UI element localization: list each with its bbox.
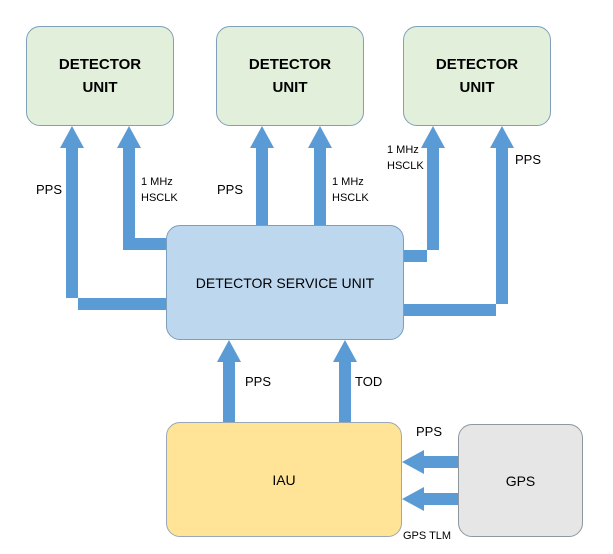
detector-unit-3: DETECTOR UNIT bbox=[403, 26, 551, 126]
label-clk-du2: 1 MHz HSCLK bbox=[332, 174, 369, 206]
label-clk-du3-line2: HSCLK bbox=[387, 160, 424, 172]
gps-label: GPS bbox=[505, 472, 536, 489]
detector-service-unit: DETECTOR SERVICE UNIT bbox=[166, 225, 404, 340]
arrow-tlm-gps-iau bbox=[402, 487, 458, 511]
arrow-pps-du3 bbox=[404, 126, 514, 316]
arrow-clk-du1 bbox=[117, 126, 166, 250]
detector-unit-2-line2: UNIT bbox=[272, 79, 308, 96]
iau-unit: IAU bbox=[166, 422, 402, 537]
iau-label: IAU bbox=[272, 471, 296, 488]
label-pps-du1: PPS bbox=[36, 182, 63, 197]
detector-unit-2-label: DETECTOR UNIT bbox=[249, 53, 331, 99]
detector-unit-2-line1: DETECTOR bbox=[248, 56, 332, 73]
detector-service-unit-label: DETECTOR SERVICE UNIT bbox=[195, 274, 375, 291]
arrow-pps-gps-iau bbox=[402, 450, 458, 474]
detector-unit-1-label: DETECTOR UNIT bbox=[59, 53, 141, 99]
detector-unit-1-line2: UNIT bbox=[82, 79, 118, 96]
label-clk-du2-line1: 1 MHz bbox=[332, 176, 364, 188]
detector-unit-1-line1: DETECTOR bbox=[58, 56, 142, 73]
arrow-pps-iau-dsu bbox=[217, 340, 241, 422]
detector-unit-3-line2: UNIT bbox=[459, 79, 495, 96]
label-clk-du3: 1 MHz HSCLK bbox=[387, 142, 424, 174]
detector-unit-2: DETECTOR UNIT bbox=[216, 26, 364, 126]
arrow-tod-iau-dsu bbox=[333, 340, 357, 422]
label-clk-du1-line2: HSCLK bbox=[141, 192, 178, 204]
detector-unit-3-line1: DETECTOR bbox=[435, 56, 519, 73]
arrow-pps-du2 bbox=[250, 126, 274, 225]
arrow-clk-du3 bbox=[404, 126, 445, 262]
arrow-clk-du2 bbox=[308, 126, 332, 225]
label-gps-tlm: GPS TLM bbox=[403, 530, 452, 542]
gps-unit: GPS bbox=[458, 424, 583, 537]
label-pps-iau-dsu: PPS bbox=[245, 374, 272, 389]
label-clk-du1-line1: 1 MHz bbox=[141, 176, 173, 188]
label-tod: TOD bbox=[355, 374, 383, 389]
detector-unit-3-label: DETECTOR UNIT bbox=[436, 53, 518, 99]
arrow-pps-du1 bbox=[60, 126, 166, 310]
detector-unit-1: DETECTOR UNIT bbox=[26, 26, 174, 126]
label-clk-du1: 1 MHz HSCLK bbox=[141, 174, 178, 206]
label-clk-du3-line1: 1 MHz bbox=[387, 144, 419, 156]
label-pps-du3: PPS bbox=[515, 152, 542, 167]
label-clk-du2-line2: HSCLK bbox=[332, 192, 369, 204]
label-pps-gps: PPS bbox=[416, 424, 443, 439]
label-pps-du2: PPS bbox=[217, 182, 244, 197]
